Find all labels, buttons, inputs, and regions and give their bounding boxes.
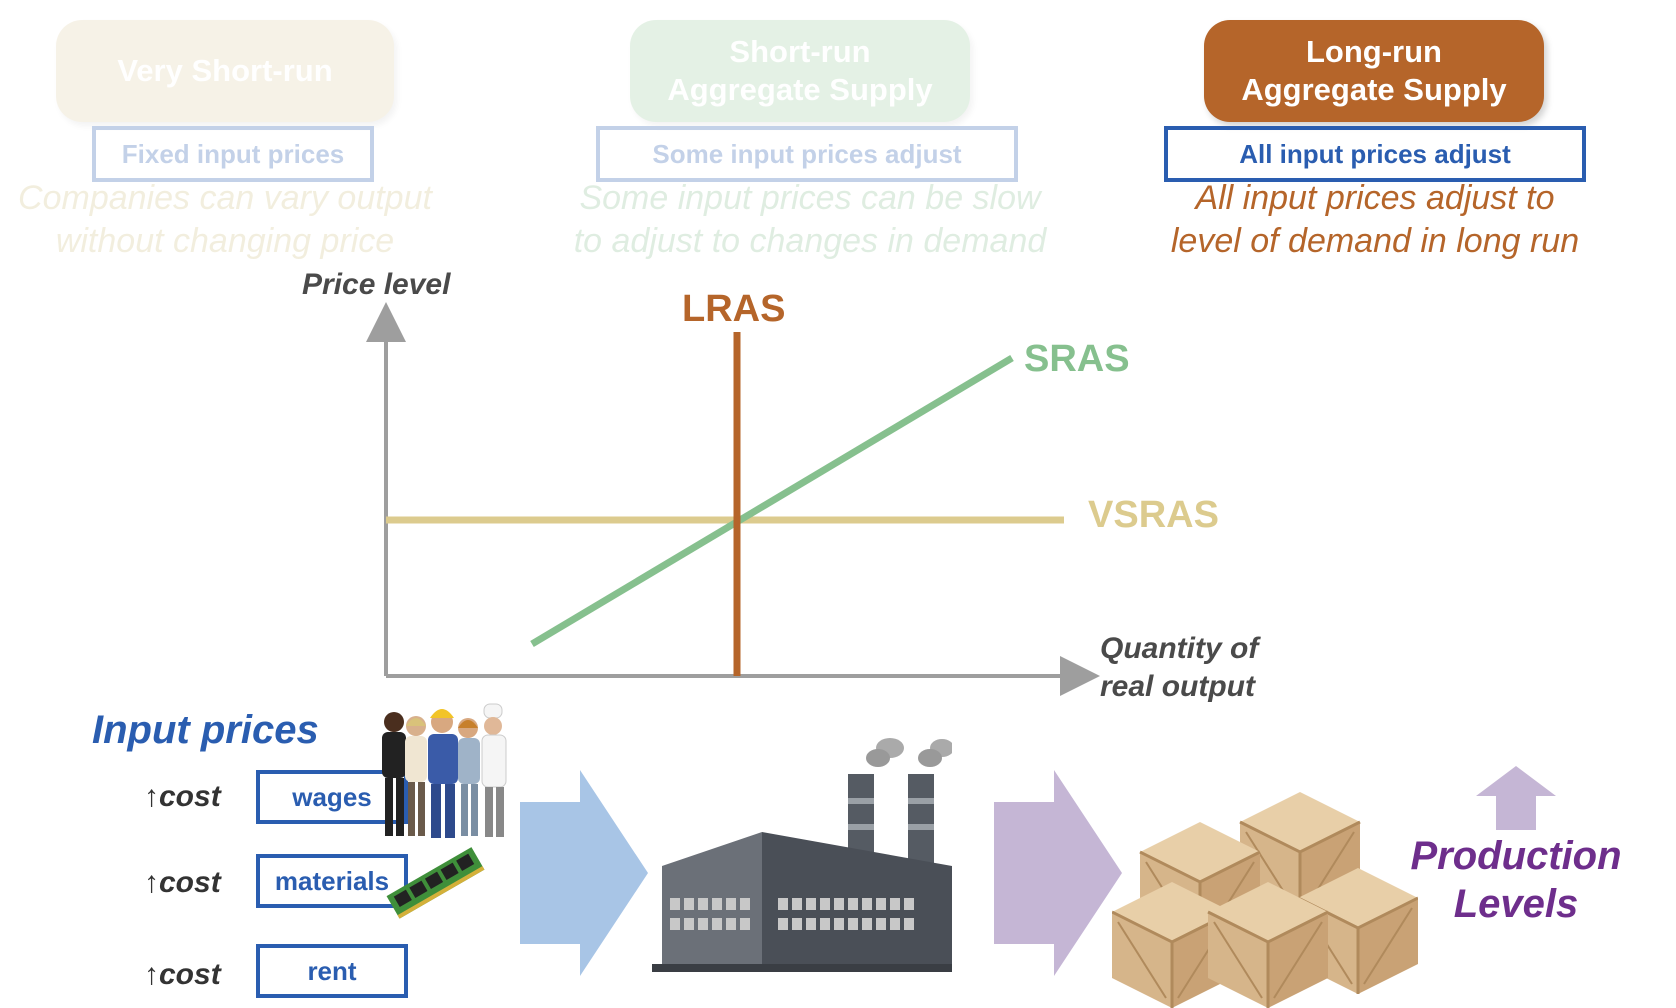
y-axis-label: Price level [302, 268, 451, 301]
circuit-board-image [386, 847, 485, 919]
long-run-pill: Long-run Aggregate Supply [1204, 20, 1544, 122]
up-arrow-icon [1476, 766, 1556, 830]
long-run-title-line2: Aggregate Supply [1241, 72, 1507, 107]
wages-cost-label: ↑cost [144, 780, 221, 813]
workers-image [382, 703, 507, 838]
long-run-title-line1: Long-run [1305, 34, 1442, 69]
rent-box: rent [256, 944, 408, 998]
very-short-run-pill: Very Short-run [56, 20, 394, 122]
factory-to-output-arrow [994, 770, 1122, 976]
lras-label: LRAS [682, 288, 786, 330]
input-to-factory-arrow [520, 770, 648, 976]
crates-image [1112, 790, 1418, 1008]
materials-box: materials [256, 854, 408, 908]
sras-label: SRAS [1024, 338, 1130, 380]
wages-box: wages [256, 770, 408, 824]
fixed-input-prices-box: Fixed input prices [92, 126, 374, 182]
very-short-run-description: Companies can vary output without changi… [18, 179, 432, 260]
some-input-prices-box: Some input prices adjust [596, 126, 1018, 182]
short-run-title-line2: Aggregate Supply [667, 72, 933, 107]
production-levels-label: Production Levels [1410, 834, 1622, 926]
sras-curve [530, 354, 1014, 648]
materials-cost-label: ↑cost [144, 866, 221, 899]
short-run-title-line1: Short-run [729, 34, 871, 69]
rent-cost-label: ↑cost [144, 958, 221, 991]
short-run-pill: Short-run Aggregate Supply [630, 20, 970, 122]
x-axis-label: Quantity of real output [1100, 632, 1259, 703]
all-input-prices-box: All input prices adjust [1164, 126, 1586, 182]
input-prices-title: Input prices [92, 708, 319, 752]
very-short-run-title: Very Short-run [117, 53, 333, 88]
factory-image [652, 738, 952, 972]
long-run-description: All input prices adjust to level of dema… [1170, 179, 1580, 260]
short-run-description: Some input prices can be slow to adjust … [573, 179, 1047, 260]
vsras-label: VSRAS [1088, 494, 1219, 536]
